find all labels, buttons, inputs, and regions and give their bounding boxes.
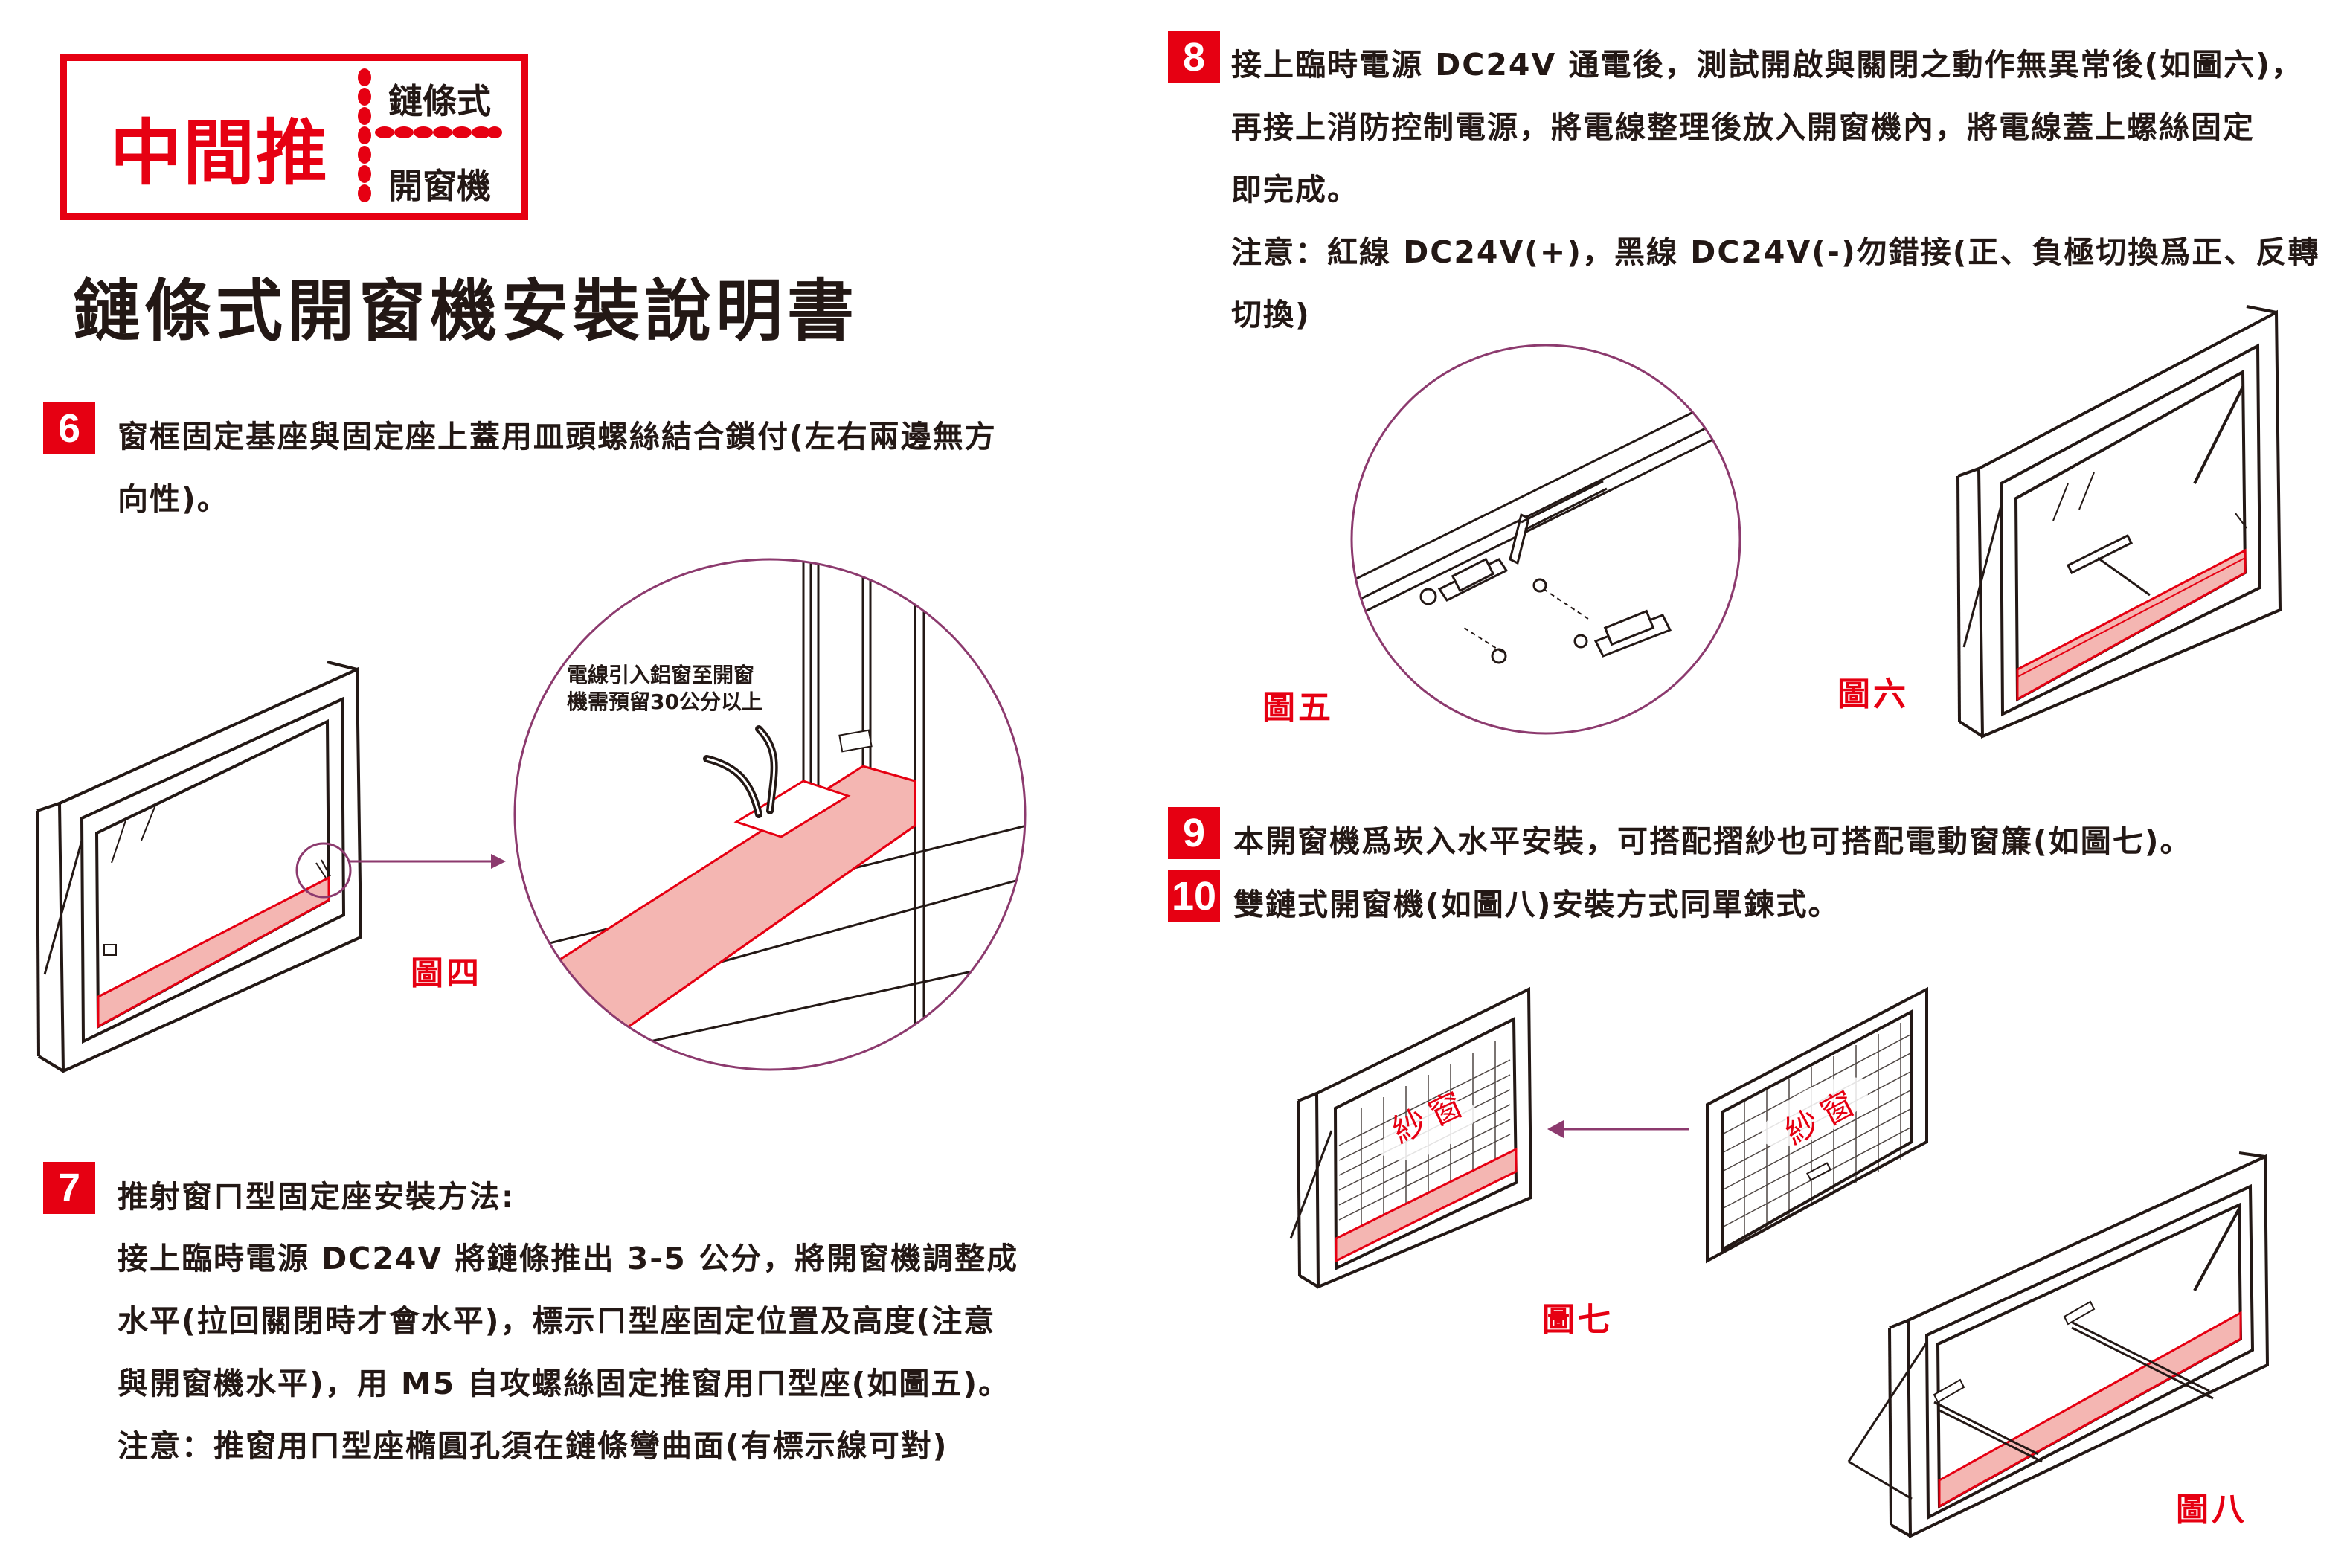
magnify-arrow-icon: [350, 854, 506, 869]
figure-5-bracket-detail: [1350, 344, 1741, 735]
figure-6-caption: 圖六: [1837, 675, 1909, 713]
figure-4-callout-line-2: 機需預留30公分以上: [567, 690, 762, 714]
step-10-text: 雙鏈式開窗機(如圖八)安裝方式同單鍊式。: [1233, 887, 1840, 922]
step-7-line-5: 注意：推窗用ㄇ型座橢圓孔須在鏈條彎曲面(有標示線可對): [118, 1428, 948, 1464]
step-7-number: 7: [43, 1162, 95, 1214]
document-title: 鏈條式開窗機安裝說明書: [73, 272, 858, 350]
step-7-line-4: 與開窗機水平)，用 M5 自攻螺絲固定推窗用ㄇ型座(如圖五)。: [118, 1366, 1011, 1401]
step-9-text: 本開窗機爲崁入水平安裝，可搭配摺紗也可搭配電動窗簾(如圖七)。: [1233, 823, 2192, 859]
figure-7-window-with-screen: [1289, 986, 1533, 1289]
chain-logo-icon: [358, 68, 371, 202]
step-9-number: 9: [1168, 807, 1220, 859]
figure-8-double-chain-window: [1847, 1151, 2270, 1539]
screen-insert-arrow-icon: [1547, 1120, 1689, 1138]
figure-4-caption: 圖四: [411, 954, 482, 992]
step-10-number: 10: [1168, 870, 1220, 922]
figure-8-caption: 圖八: [2176, 1491, 2247, 1529]
figure-7-caption: 圖七: [1542, 1301, 1614, 1339]
step-8-line-3: 即完成。: [1231, 172, 1359, 208]
step-8-line-4: 注意：紅線 DC24V(+)，黑線 DC24V(-)勿錯接(正、負極切換爲正、反…: [1231, 234, 2320, 270]
figure-4-callout-line-1: 電線引入鋁窗至開窗: [567, 663, 755, 687]
step-6-number: 6: [43, 402, 95, 454]
step-7-line-2: 接上臨時電源 DC24V 將鏈條推出 3-5 公分，將開窗機調整成: [118, 1241, 1019, 1276]
figure-7-screen-panel: [1706, 986, 1928, 1264]
figure-5-caption: 圖五: [1262, 689, 1334, 727]
logo-sub-top: 鏈條式: [388, 81, 491, 121]
step-8-line-2: 再接上消防控制電源，將電線整理後放入開窗機內，將電線蓋上螺絲固定: [1231, 109, 2255, 145]
brand-logo: 中間推 鏈條式 開窗機: [60, 54, 528, 220]
step-8-number: 8: [1168, 31, 1220, 83]
logo-sub-bottom: 開窗機: [388, 166, 491, 206]
logo-main-text: 中間推: [110, 111, 329, 195]
step-7-line-3: 水平(拉回關閉時才會水平)，標示ㄇ型座固定位置及高度(注意: [118, 1303, 996, 1339]
step-6-line-1: 窗框固定基座與固定座上蓋用皿頭螺絲結合鎖付(左右兩邊無方: [118, 419, 997, 454]
figure-4-detail-magnifier: [513, 558, 1027, 1071]
chain-divider-icon: [375, 126, 502, 138]
step-6-line-2: 向性)。: [118, 481, 229, 517]
figure-4-window-drawing: [36, 661, 363, 1074]
step-8-line-5: 切換): [1231, 297, 1311, 332]
figure-6-window-drawing: [1956, 305, 2282, 739]
step-7-line-1: 推射窗ㄇ型固定座安裝方法:: [118, 1179, 516, 1215]
step-8-line-1: 接上臨時電源 DC24V 通電後，測試開啟與關閉之動作無異常後(如圖六)，: [1231, 47, 2303, 83]
